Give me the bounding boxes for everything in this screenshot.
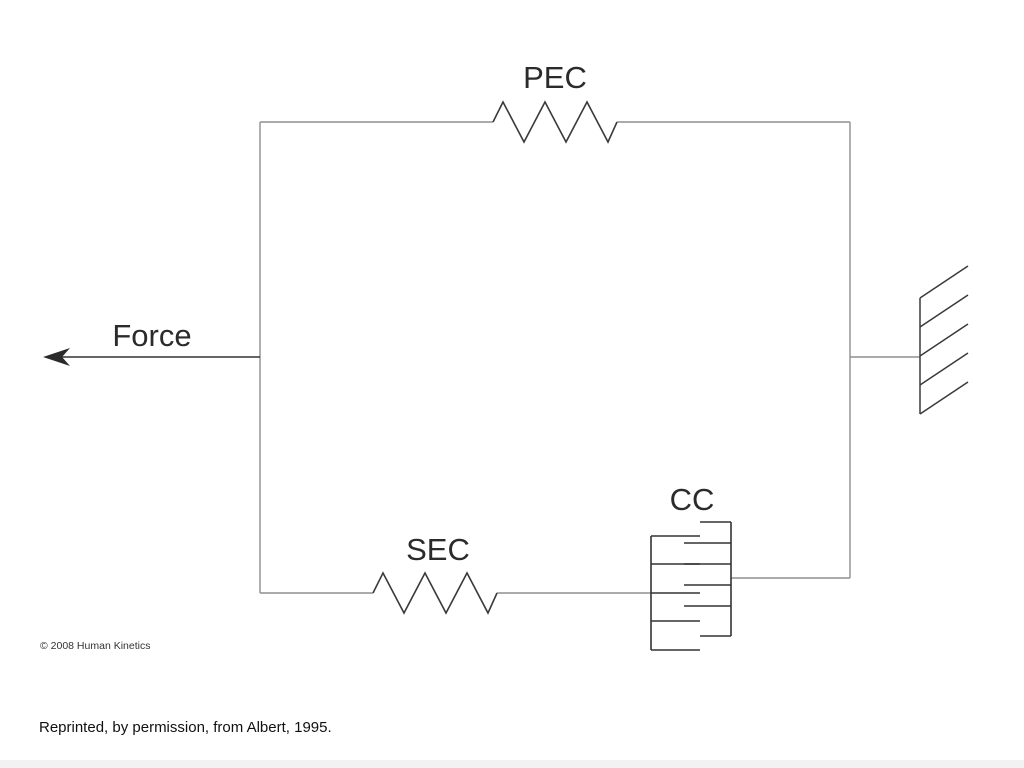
circuit-wires: [259, 121, 920, 594]
force-arrow-head: [43, 348, 70, 366]
cc-right-comb-teeth: [684, 521, 731, 637]
cc-contractile-component: [650, 521, 732, 651]
figure-caption: Reprinted, by permission, from Albert, 1…: [39, 719, 332, 736]
cc-label: CC: [670, 482, 715, 517]
footer-band: [0, 760, 1024, 768]
copyright-notice: © 2008 Human Kinetics: [40, 640, 150, 652]
sec-spring: [372, 571, 498, 615]
pec-spring: [492, 100, 618, 144]
pec-label: PEC: [523, 60, 587, 95]
cc-left-comb-teeth: [651, 535, 700, 651]
force-label: Force: [112, 318, 191, 353]
force-arrow: [43, 348, 260, 366]
wall-hatching: [919, 265, 969, 415]
fixed-wall: [919, 265, 969, 415]
sec-label: SEC: [406, 532, 470, 567]
